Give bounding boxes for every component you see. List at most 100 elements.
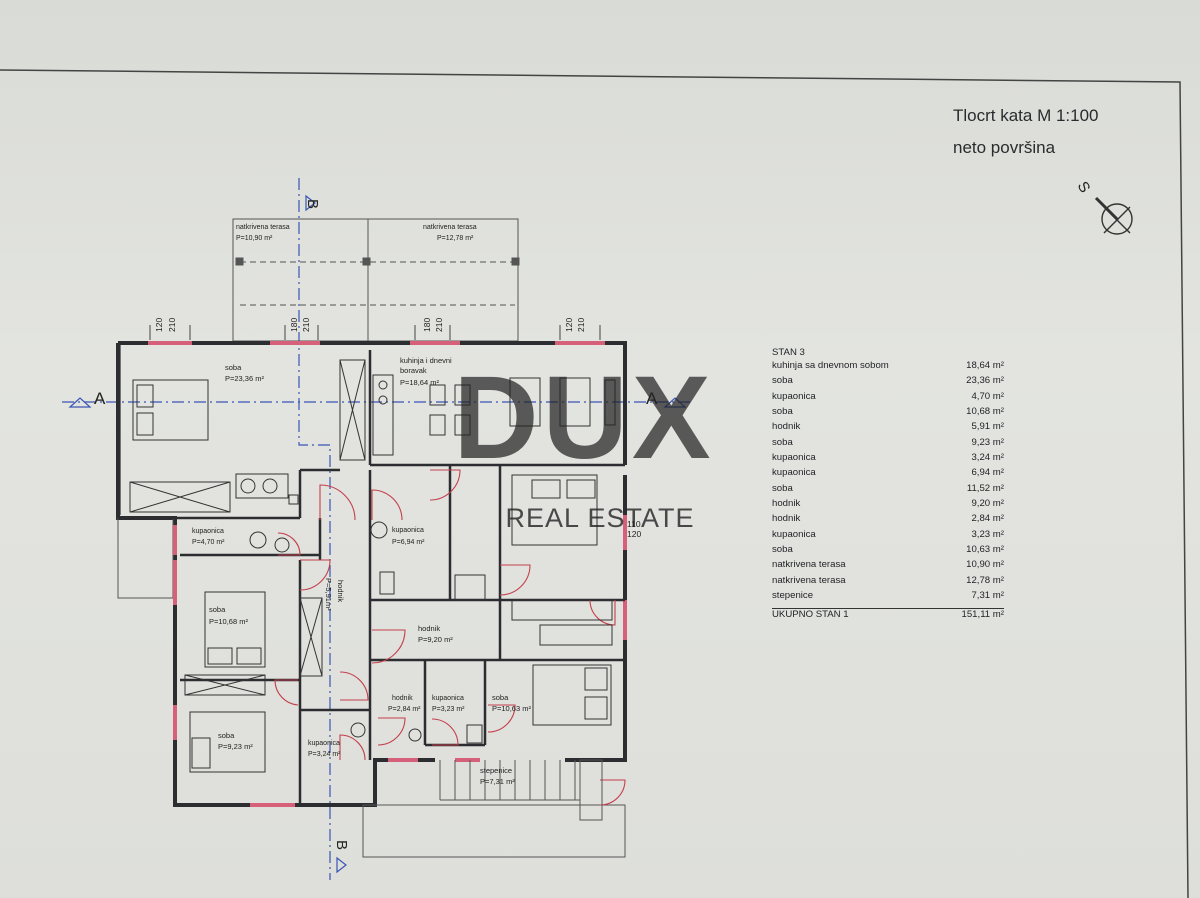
area-table-row: kupaonica 3,24 m² <box>772 452 1004 467</box>
area-row-label: soba <box>772 436 793 448</box>
kupaonica4-name: kupaonica <box>432 695 464 702</box>
dim-5b: 120 <box>627 529 641 539</box>
area-row-value: 10,63 m² <box>966 544 1004 556</box>
area-row-value: 3,24 m² <box>971 452 1004 464</box>
drawing-subtitle: neto površina <box>953 138 1056 157</box>
area-total-value: 151,11 m² <box>961 608 1004 620</box>
area-total-label: UKUPNO STAN 1 <box>772 608 849 620</box>
area-row-value: 11,52 m² <box>966 482 1004 494</box>
area-table-header: STAN 3 <box>772 347 805 358</box>
area-row-label: stepenice <box>772 590 814 602</box>
drawing-title: Tlocrt kata M 1:100 <box>953 106 1099 125</box>
dim-4a: 120 <box>564 318 574 332</box>
kitchen-area: P=18,64 m² <box>400 378 439 387</box>
terrace2-name: natkrivena terasa <box>423 224 477 231</box>
kupaonica1-area: P=4,70 m² <box>192 539 225 546</box>
soba-big-name: soba <box>225 363 242 372</box>
area-table-row: hodnik 5,91 m² <box>772 421 1004 436</box>
section-line-b <box>298 178 347 880</box>
area-row-value: 10,90 m² <box>966 559 1004 571</box>
area-table: STAN 3 kuhinja sa dnevnom sobom 18,64 m² s… <box>772 347 1004 623</box>
soba2-name: soba <box>209 605 226 614</box>
north-label: S <box>1074 179 1094 196</box>
dim-2b: 210 <box>301 318 311 332</box>
area-table-row: stepenice 7,31 m² <box>772 590 1004 605</box>
kupaonica3-area: P=3,24 m² <box>308 751 341 758</box>
balcony-ledge <box>117 517 174 599</box>
section-a-left-label: A <box>94 389 106 408</box>
area-row-label: kupaonica <box>772 452 816 464</box>
area-row-value: 7,31 m² <box>971 590 1004 602</box>
area-row-label: hodnik <box>772 421 801 433</box>
kupaonica2-name: kupaonica <box>392 527 424 534</box>
area-row-label: soba <box>772 375 793 387</box>
hodnik-vertical-name: hodnik <box>336 580 345 602</box>
windows <box>148 341 627 807</box>
area-row-value: 9,20 m² <box>971 498 1004 510</box>
interior-walls <box>118 350 625 805</box>
area-row-label: kuhinja sa dnevnom sobom <box>772 360 889 371</box>
dim-4b: 210 <box>576 318 586 332</box>
area-row-value: 23,36 m² <box>966 375 1004 387</box>
area-row-value: 18,64 m² <box>966 360 1004 371</box>
area-row-value: 5,91 m² <box>971 421 1004 433</box>
hodnik2-area: P=9,20 m² <box>418 635 453 644</box>
area-row-value: 6,94 m² <box>971 467 1004 479</box>
terrace1-area: P=10,90 m² <box>236 235 273 242</box>
dimension-marks <box>149 325 601 340</box>
stepenice-area: P=7,31 m² <box>480 777 515 786</box>
dim-3a: 180 <box>422 318 432 332</box>
area-row-label: natkrivena terasa <box>772 559 846 571</box>
dim-3b: 210 <box>434 318 444 332</box>
north-arrow-icon <box>1094 196 1133 235</box>
soba4-name: soba <box>492 693 509 702</box>
entry-landing <box>362 804 626 858</box>
kupaonica3-name: kupaonica <box>308 740 340 747</box>
kitchen-name-1: kuhinja i dnevni <box>400 356 452 365</box>
area-row-label: soba <box>772 406 793 418</box>
area-table-total: UKUPNO STAN 1 151,11 m² <box>772 607 1004 623</box>
section-a-right-label: A <box>646 389 658 408</box>
dim-2a: 180 <box>289 318 299 332</box>
area-row-value: 9,23 m² <box>971 436 1004 448</box>
area-table-row: kuhinja sa dnevnom sobom 18,64 m² <box>772 360 1004 375</box>
kupaonica4-area: P=3,23 m² <box>432 706 465 713</box>
soba-big-area: P=23,36 m² <box>225 374 264 383</box>
area-row-label: kupaonica <box>772 467 816 479</box>
area-table-row: hodnik 9,20 m² <box>772 498 1004 513</box>
section-b-top-label: B <box>304 199 321 209</box>
area-row-label: hodnik <box>772 513 801 525</box>
furniture <box>129 359 616 773</box>
terrace2-area: P=12,78 m² <box>437 235 474 242</box>
dim-5a: 110 <box>627 519 641 529</box>
area-row-label: hodnik <box>772 498 801 510</box>
watermark-logo: DUX <box>453 352 714 484</box>
soba2-area: P=10,68 m² <box>209 617 248 626</box>
area-table-row: kupaonica 6,94 m² <box>772 467 1004 482</box>
area-table-row: soba 23,36 m² <box>772 375 1004 390</box>
area-table-rows: kuhinja sa dnevnom sobom 18,64 m² soba 23,3… <box>772 360 1004 606</box>
stairs <box>439 759 603 821</box>
area-row-value: 10,68 m² <box>966 406 1004 418</box>
area-table-row: soba 11,52 m² <box>772 483 1004 498</box>
area-table-row: soba 9,23 m² <box>772 437 1004 452</box>
watermark-subtitle: REAL ESTATE <box>505 503 694 533</box>
section-b-bottom-label: B <box>333 840 350 850</box>
section-line-a <box>62 397 690 408</box>
terrace1-name: natkrivena terasa <box>236 224 290 231</box>
area-row-value: 2,84 m² <box>971 513 1004 525</box>
doors <box>274 469 626 806</box>
kupaonica1-name: kupaonica <box>192 528 224 535</box>
area-table-row: natkrivena terasa 10,90 m² <box>772 559 1004 574</box>
hodnik-vertical-area: P=5,91m² <box>324 578 333 611</box>
kitchen-name-2: boravak <box>400 366 427 375</box>
area-row-label: soba <box>772 482 793 494</box>
area-row-label: natkrivena terasa <box>772 574 846 586</box>
soba3-name: soba <box>218 731 235 740</box>
terraces <box>232 218 520 342</box>
sheet-border <box>0 69 1189 898</box>
